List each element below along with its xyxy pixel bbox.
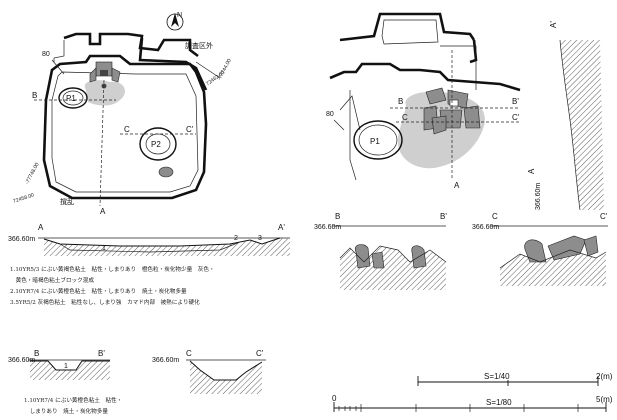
elevation-label: 366.60m bbox=[472, 224, 499, 231]
svg-text:P1: P1 bbox=[370, 137, 380, 146]
svg-text:C: C bbox=[186, 349, 192, 358]
section-point-c: C bbox=[124, 125, 130, 134]
scale-bar-1-40: S=1/40 2(m) bbox=[417, 372, 613, 386]
layer-number: 2 bbox=[234, 235, 238, 242]
section-point-c-prime: C' bbox=[186, 125, 194, 134]
legend-main: 1.10YR5/3 にぶい黄褐色粘土 粘性・しまりあり 橙色粒・炭化物少量 灰色… bbox=[10, 265, 215, 306]
pit-p2: P2 bbox=[139, 127, 177, 161]
section-kamado-c: C C' 366.60m bbox=[472, 212, 608, 286]
layer-number: 1 bbox=[64, 363, 68, 370]
section-point-a-prime: A' bbox=[278, 223, 285, 232]
svg-text:N: N bbox=[177, 12, 182, 19]
svg-text:B: B bbox=[335, 212, 340, 221]
section-pit-b: B B' 366.60m 1 bbox=[8, 349, 110, 380]
elevation-label: 366.60m bbox=[8, 357, 35, 364]
section-point-a-prime: A' bbox=[549, 21, 558, 28]
section-point-a: A bbox=[527, 168, 536, 174]
left-plan: N 調査区外 -77744.00 72462.00 -77748.00 7245… bbox=[12, 12, 232, 216]
svg-text:3.5YR5/2 灰褐色粘土 粘性なし、しまり強 カマド内部: 3.5YR5/2 灰褐色粘土 粘性なし、しまり強 カマド内部 被熱により硬化 bbox=[10, 298, 200, 306]
section-kamado-b: B B' 366.60m bbox=[314, 212, 447, 290]
scale-start-label: 0 bbox=[332, 394, 337, 403]
section-point-b-prime: B' bbox=[512, 97, 519, 106]
scale-label: S=1/40 bbox=[484, 372, 510, 381]
elevation-label: 80 bbox=[326, 111, 334, 118]
section-point-a: A bbox=[100, 207, 106, 216]
layer-number: 3 bbox=[258, 235, 262, 242]
kamado-stones bbox=[423, 87, 481, 135]
svg-text:P2: P2 bbox=[151, 140, 161, 149]
disturbance-label: 撹乱 bbox=[60, 197, 74, 206]
section-point-c-prime: C' bbox=[512, 113, 520, 122]
svg-text:黄色・暗褐色粘土ブロック混成: 黄色・暗褐色粘土ブロック混成 bbox=[10, 276, 94, 284]
section-point-a: A bbox=[454, 181, 460, 190]
elevation-label: 80 bbox=[42, 51, 50, 58]
scale-end-label: 5(m) bbox=[596, 395, 613, 404]
elevation-label: 366.60m bbox=[8, 236, 35, 243]
scale-end-label: 2(m) bbox=[596, 372, 613, 381]
small-pit bbox=[158, 166, 174, 178]
svg-text:1.10YR5/3 にぶい黄褐色粘土 粘性・しまりあり 橙色: 1.10YR5/3 にぶい黄褐色粘土 粘性・しまりあり 橙色粒・炭化物少量 灰色… bbox=[10, 265, 215, 273]
section-point-a: A bbox=[38, 223, 44, 232]
north-arrow-icon: N bbox=[166, 12, 184, 31]
svg-text:C: C bbox=[492, 212, 498, 221]
section-point-b: B bbox=[398, 97, 403, 106]
layer-number: 1 bbox=[102, 245, 106, 252]
scale-bar-1-80: 0 S=1/80 5(m) bbox=[332, 394, 613, 412]
elevation-label: 366.60m bbox=[152, 357, 179, 364]
scale-ticks bbox=[338, 404, 579, 412]
svg-text:しまりあり 焼土・炭化物多量: しまりあり 焼土・炭化物多量 bbox=[24, 407, 108, 415]
elevation-label: 366.60m bbox=[535, 183, 542, 210]
svg-text:B': B' bbox=[440, 212, 447, 221]
elevation-label: 366.60m bbox=[314, 224, 341, 231]
svg-text:B: B bbox=[34, 349, 39, 358]
svg-text:B': B' bbox=[98, 349, 105, 358]
kamado-structure bbox=[84, 61, 125, 106]
section-point-b: B bbox=[32, 91, 37, 100]
section-a: A A' 366.60m 1 2 3 bbox=[8, 223, 290, 256]
coord-label: 72458.00 bbox=[12, 192, 35, 204]
pit-p1-detail: P1 bbox=[353, 120, 403, 160]
svg-text:P1: P1 bbox=[66, 94, 76, 103]
right-plan: 80 P1 B B' C C' A A' 366.60m bbox=[326, 12, 604, 211]
svg-text:C': C' bbox=[256, 349, 264, 358]
section-point-c: C bbox=[402, 113, 408, 122]
section-pit-c: C C' 366.60m bbox=[152, 349, 266, 394]
coord-label: -77748.00 bbox=[24, 162, 40, 186]
scale-label: S=1/80 bbox=[486, 398, 512, 407]
svg-text:1.10YR7/4 にぶい黄橙色粘土 粘性・: 1.10YR7/4 にぶい黄橙色粘土 粘性・ bbox=[24, 396, 122, 404]
pit-p1: P1 bbox=[58, 87, 88, 109]
legend-pit: 1.10YR7/4 にぶい黄橙色粘土 粘性・ しまりあり 焼土・炭化物多量 bbox=[24, 396, 122, 415]
svg-text:2.10YR7/4 にぶい黄橙色粘土 粘性・しまりあり 焼土: 2.10YR7/4 にぶい黄橙色粘土 粘性・しまりあり 焼土・炭化物多量 bbox=[10, 287, 187, 295]
vertical-section-hatch bbox=[560, 40, 604, 210]
svg-text:C': C' bbox=[600, 212, 608, 221]
outside-area-label: 調査区外 bbox=[185, 41, 213, 50]
